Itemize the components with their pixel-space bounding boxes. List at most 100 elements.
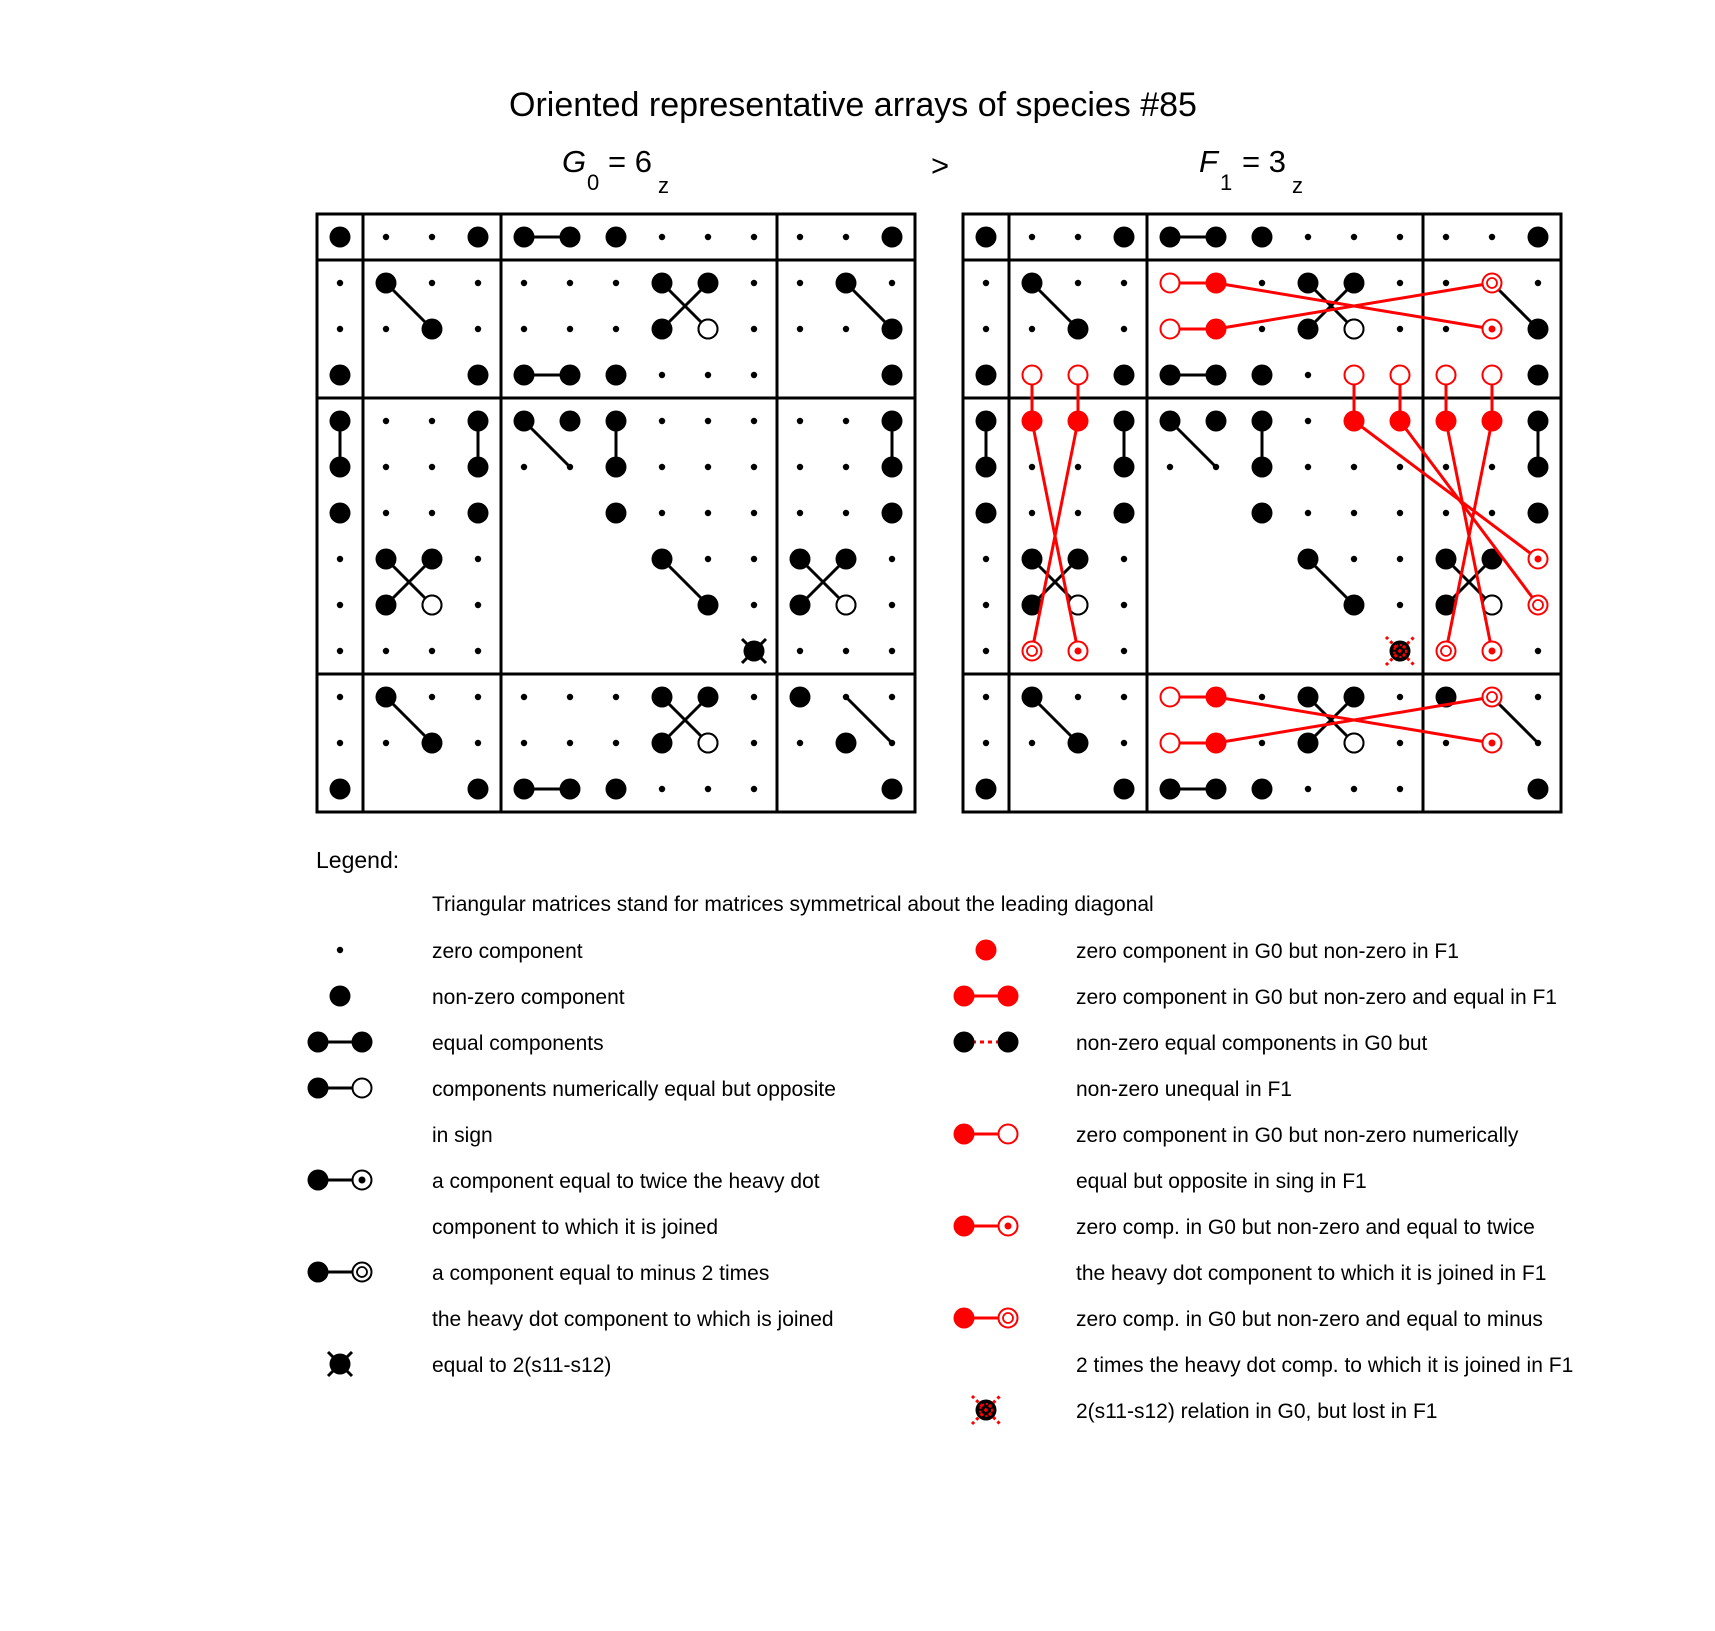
- zero-dot: [796, 279, 804, 287]
- joining-line: [1215, 695, 1493, 745]
- zero-dot: [336, 325, 344, 333]
- heavy-dot: [1205, 410, 1227, 432]
- joining-line: [1353, 419, 1539, 561]
- heavy-dot: [1113, 502, 1135, 524]
- zero-dot: [1350, 233, 1358, 241]
- zero-dot: [888, 601, 896, 609]
- zero-dot: [750, 325, 758, 333]
- legend-text: a component equal to twice the heavy dot: [432, 1170, 820, 1193]
- zero-dot: [704, 417, 712, 425]
- heavy-dot: [329, 226, 351, 248]
- f1-array: [961, 212, 1563, 814]
- heavy-dot: [953, 1215, 975, 1237]
- legend-text: equal to 2(s11-s12): [432, 1354, 611, 1377]
- zero-dot: [612, 739, 620, 747]
- zero-dot: [704, 463, 712, 471]
- page-title: Oriented representative arrays of specie…: [509, 86, 1197, 124]
- svg-text:z: z: [658, 173, 669, 198]
- zero-dot: [1304, 463, 1312, 471]
- joining-line: [1030, 420, 1080, 652]
- zero-dot: [1442, 233, 1450, 241]
- zero-dot: [1304, 509, 1312, 517]
- zero-dot: [1304, 371, 1312, 379]
- open-dot: [1159, 272, 1181, 294]
- open-dot: [1343, 318, 1365, 340]
- zero-dot: [982, 325, 990, 333]
- open-dot: [697, 318, 719, 340]
- zero-dot: [750, 371, 758, 379]
- zero-dot: [1396, 785, 1404, 793]
- heavy-dot: [1389, 410, 1411, 432]
- zero-dot: [750, 693, 758, 701]
- legend-text: zero component: [432, 940, 583, 963]
- array-frame: [315, 212, 917, 814]
- open-dot: [351, 1077, 373, 1099]
- zero-dot: [1120, 693, 1128, 701]
- twice-dot-center: [1488, 647, 1496, 655]
- heavy-dot: [329, 364, 351, 386]
- zero-dot: [704, 555, 712, 563]
- zero-dot: [428, 509, 436, 517]
- heavy-dot: [1251, 364, 1273, 386]
- zero-dot: [1442, 279, 1450, 287]
- zero-dot: [382, 647, 390, 655]
- open-dot: [1021, 364, 1043, 386]
- heavy-dot: [467, 502, 489, 524]
- heavy-dot: [1113, 226, 1135, 248]
- zero-dot: [566, 739, 574, 747]
- zero-dot: [566, 279, 574, 287]
- joining-line: [1444, 420, 1494, 652]
- joining-line: [1306, 281, 1356, 331]
- legend-text: zero comp. in G0 but non-zero and equal …: [1076, 1216, 1535, 1239]
- heavy-dot: [467, 778, 489, 800]
- joining-line: [1490, 695, 1540, 745]
- right-heading: F 1 = 3 z: [1199, 144, 1303, 198]
- heavy-dot: [307, 1031, 329, 1053]
- zero-dot: [1166, 463, 1174, 471]
- heavy-dot: [1481, 410, 1503, 432]
- minus-twice-dot-ring: [1440, 645, 1452, 657]
- zero-dot: [1304, 417, 1312, 425]
- zero-dot: [750, 279, 758, 287]
- joining-line: [1398, 420, 1540, 606]
- zero-dot: [520, 463, 528, 471]
- heavy-dot: [1435, 410, 1457, 432]
- svg-text:= 3: = 3: [1242, 144, 1286, 179]
- joining-line: [1306, 695, 1356, 745]
- heavy-dot: [953, 985, 975, 1007]
- zero-dot: [336, 693, 344, 701]
- heavy-dot: [1251, 226, 1273, 248]
- legend-text: zero component in G0 but non-zero numeri…: [1076, 1124, 1519, 1147]
- twice-dot-center: [1004, 1222, 1012, 1230]
- zero-dot: [842, 417, 850, 425]
- legend-text: 2 times the heavy dot comp. to which it …: [1076, 1354, 1573, 1377]
- joining-line: [1168, 419, 1218, 469]
- array-frame: [961, 212, 1563, 814]
- zero-dot: [382, 417, 390, 425]
- heavy-dot: [953, 1307, 975, 1329]
- zero-dot: [704, 371, 712, 379]
- zero-dot: [1442, 739, 1450, 747]
- zero-dot: [1396, 555, 1404, 563]
- zero-dot: [612, 693, 620, 701]
- zero-dot: [1028, 325, 1036, 333]
- zero-dot: [520, 325, 528, 333]
- legend-text: components numerically equal but opposit…: [432, 1078, 836, 1101]
- zero-dot: [982, 555, 990, 563]
- zero-dot: [750, 463, 758, 471]
- heavy-dot: [329, 778, 351, 800]
- zero-dot: [1488, 233, 1496, 241]
- heavy-dot: [975, 226, 997, 248]
- zero-dot: [982, 739, 990, 747]
- zero-dot: [888, 555, 896, 563]
- heavy-dot: [329, 985, 351, 1007]
- heavy-dot: [1527, 364, 1549, 386]
- heavy-dot: [997, 1031, 1019, 1053]
- joining-line: [844, 695, 894, 745]
- minus-twice-dot-ring: [1486, 691, 1498, 703]
- heavy-dot: [467, 364, 489, 386]
- zero-dot: [796, 417, 804, 425]
- g0-array: [315, 212, 917, 814]
- joining-line: [740, 637, 768, 665]
- zero-dot: [888, 693, 896, 701]
